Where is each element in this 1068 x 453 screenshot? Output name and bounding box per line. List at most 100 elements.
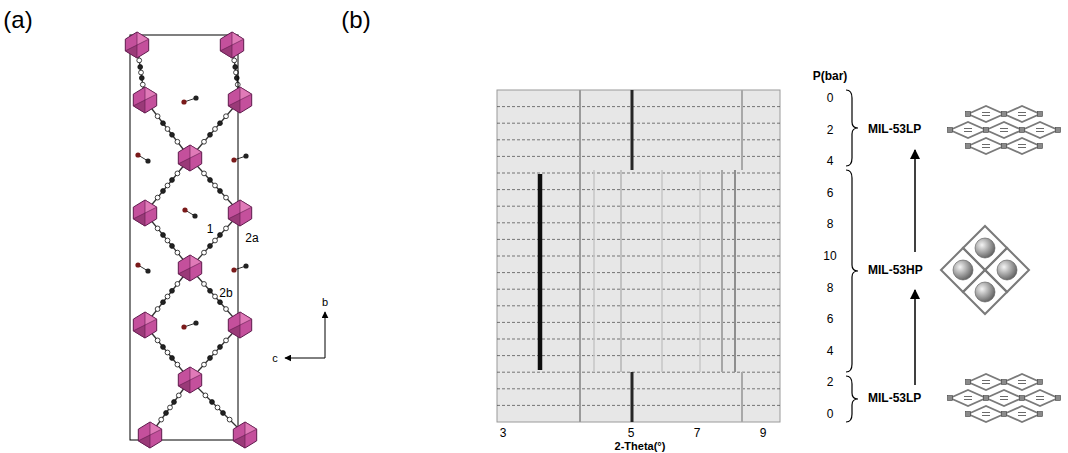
linker-chain [159,417,164,422]
framework-lp [966,412,971,417]
octahedron [190,255,202,268]
framework-hp [941,226,1029,314]
phase-label: MIL-53LP [868,392,921,404]
guest-molecule [231,157,236,162]
framework-lp [964,131,972,132]
axis-title: P(bar) [813,70,848,82]
framework-lp [1056,128,1061,133]
framework-lp [1004,138,1040,154]
linker-chain [190,100,240,158]
framework-lp [964,399,972,400]
framework-lp [984,128,989,133]
framework-lp [1000,396,1008,397]
framework-lp [986,122,1022,138]
linker-chain [155,114,160,119]
diffraction-map [497,90,780,422]
axis-title: 2-Theta(°) [615,441,666,452]
pressure-tick: 10 [823,250,836,262]
linker-chain [208,356,213,361]
framework-lp [964,396,972,397]
linker-chain [170,288,175,293]
linker-chain [161,121,166,126]
linker-chain [202,282,207,287]
octahedron [133,213,145,226]
scan-divider [497,405,780,406]
guest-molecule [193,95,198,100]
framework-lp [1018,144,1026,145]
framework-lp [982,412,990,413]
diffraction-peak [538,174,543,370]
guest-molecule [135,262,140,267]
guest-molecule [181,324,186,329]
octahedron [145,87,157,100]
scan-divider [497,106,780,107]
framework-hp [953,260,973,280]
octahedron [133,87,156,113]
framework-lp [968,106,1004,122]
linker-chain [208,288,213,293]
diffraction-peak [540,90,742,422]
linker-chain [202,139,207,144]
octahedron [178,145,201,171]
framework-lp [1038,144,1043,149]
linker-chain [218,300,223,305]
framework-lp [1038,412,1043,417]
framework-lp [1018,412,1026,413]
pressure-tick: 8 [827,282,834,294]
framework-lp [1002,144,1007,149]
framework-lp [1018,112,1026,113]
linker-chain [165,127,170,132]
linker-chain [203,393,208,398]
linker-chain [208,132,213,137]
linker-chain [213,183,218,188]
linker-chain [175,139,180,144]
octahedron [178,268,190,281]
octahedron [228,200,251,226]
octahedron [245,422,257,435]
framework-lp [964,128,972,129]
linker-chain [215,405,220,410]
framework-lp [950,390,986,406]
octahedron [138,422,161,448]
tick-label: 7 [694,427,701,439]
guest-molecule [192,213,197,218]
linker-chain [145,268,190,325]
octahedron [133,200,156,226]
pressure-tick: 6 [827,187,834,199]
phase-label: MIL-53HP [868,264,923,276]
linker-chain [170,132,175,137]
pressure-tick: 2 [827,376,834,388]
linker-chain [155,195,160,200]
framework-lp [968,406,1004,422]
octahedron [220,45,232,58]
transition-arrow [914,290,916,385]
framework-lp [1000,131,1008,132]
linker-chain [175,250,180,255]
framework-hp [975,282,995,302]
pressure-tick: 0 [827,408,834,420]
framework-lp [948,106,1061,154]
framework-lp [1036,399,1044,400]
guest-molecule [145,268,150,273]
octahedron [190,367,202,380]
linker-chain [145,158,190,213]
diffraction-peak [699,170,701,372]
linker-chain [170,356,175,361]
framework-lp [968,138,1004,154]
linker-chain [165,294,170,299]
scan-divider [497,123,780,124]
framework-lp [966,144,971,149]
guest-molecule [243,263,248,268]
diffraction-peak [631,90,634,170]
linker-chain [233,65,238,70]
linker-chain [161,300,166,305]
framework-lp [982,115,990,116]
guest-molecule [135,152,140,157]
linker-chain [164,411,169,416]
linker-chain [161,345,166,350]
linker-chain [161,233,166,238]
linker-chain [155,338,160,343]
tick-label: 9 [760,427,767,439]
framework-lp [1000,399,1008,400]
